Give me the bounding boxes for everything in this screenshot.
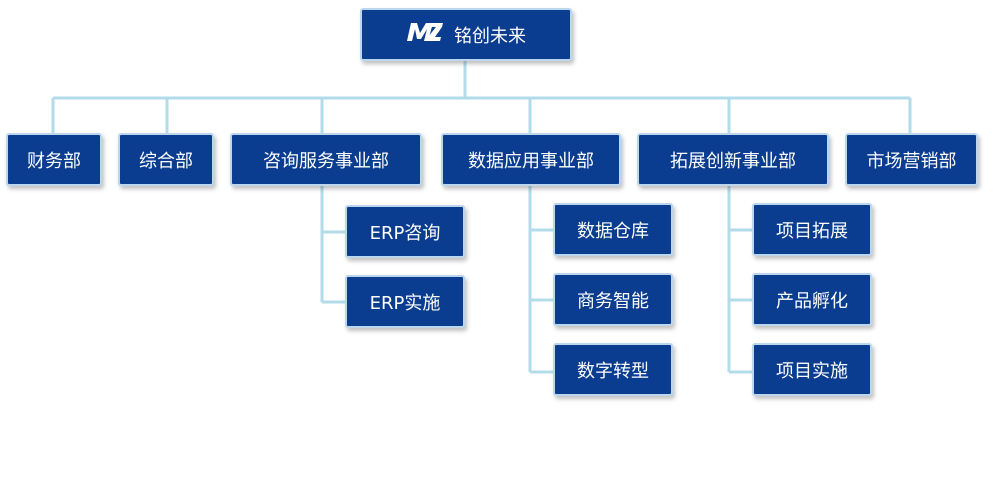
dept-label: 拓展创新事业部 — [670, 150, 796, 172]
sub-project-implementation: 项目实施 — [752, 343, 872, 396]
dept-consulting: 咨询服务事业部 — [230, 133, 422, 186]
sub-label: 项目实施 — [776, 360, 848, 382]
sub-business-intelligence: 商务智能 — [553, 273, 673, 326]
sub-label: 项目拓展 — [776, 220, 848, 242]
sub-label: 商务智能 — [577, 290, 649, 312]
sub-label: 数据仓库 — [577, 220, 649, 242]
dept-label: 咨询服务事业部 — [263, 150, 389, 172]
sub-label: ERP实施 — [369, 292, 441, 314]
dept-innovation: 拓展创新事业部 — [637, 133, 829, 186]
dept-data-application: 数据应用事业部 — [441, 133, 621, 186]
sub-label: ERP咨询 — [369, 222, 441, 244]
root-label: 铭创未来 — [454, 25, 526, 47]
dept-label: 市场营销部 — [866, 150, 957, 172]
root-node: 铭创未来 — [360, 8, 572, 61]
dept-finance: 财务部 — [6, 133, 102, 186]
sub-label: 数字转型 — [577, 360, 649, 382]
dept-label: 财务部 — [27, 150, 81, 172]
dept-marketing: 市场营销部 — [845, 133, 978, 186]
sub-erp-consulting: ERP咨询 — [345, 205, 465, 258]
mz-logo-icon — [406, 22, 444, 47]
sub-digital-transformation: 数字转型 — [553, 343, 673, 396]
dept-general: 综合部 — [118, 133, 214, 186]
sub-label: 产品孵化 — [776, 290, 848, 312]
sub-project-expansion: 项目拓展 — [752, 203, 872, 256]
dept-label: 综合部 — [139, 150, 193, 172]
sub-data-warehouse: 数据仓库 — [553, 203, 673, 256]
sub-product-incubation: 产品孵化 — [752, 273, 872, 326]
sub-erp-implementation: ERP实施 — [345, 275, 465, 328]
dept-label: 数据应用事业部 — [468, 150, 594, 172]
